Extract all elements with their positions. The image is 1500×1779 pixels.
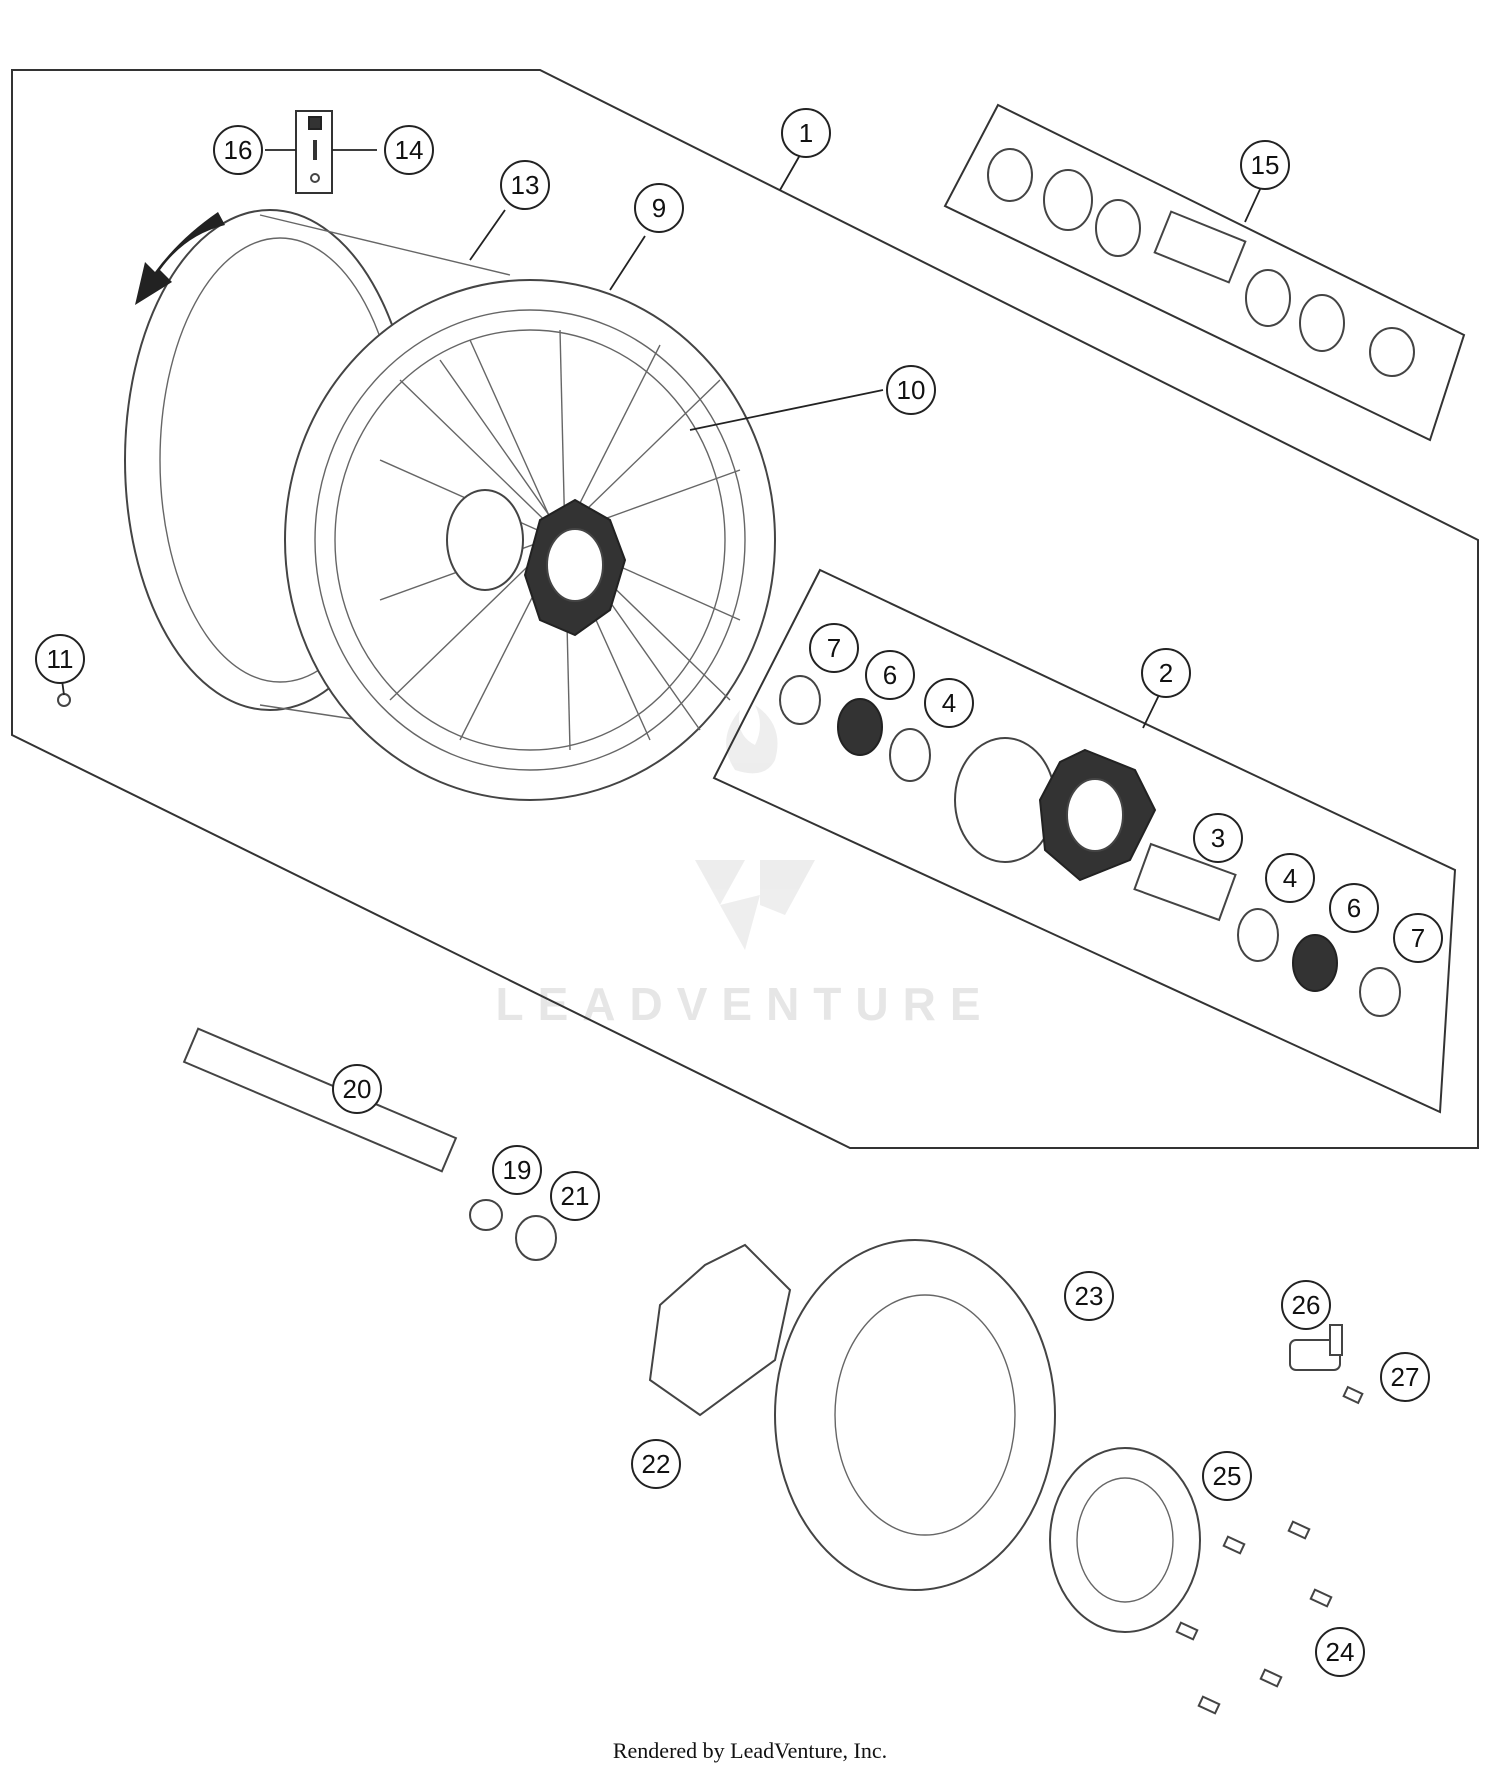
- watermark-text: LEADVENTURE: [495, 978, 994, 1030]
- callouts: 1 2 3 4 4 6 6 7 7 9 10 11 13 14 15 16 19…: [35, 108, 1443, 1677]
- callout-13[interactable]: 13: [500, 160, 550, 210]
- callout-7a[interactable]: 7: [809, 623, 859, 673]
- wheel-drawing: [124, 209, 776, 801]
- callout-label-2: 2: [1159, 658, 1173, 688]
- callout-label-3: 3: [1211, 823, 1225, 853]
- axle-nut-part: [515, 1215, 557, 1261]
- abs-ring-part: [1049, 1447, 1201, 1633]
- callout-26[interactable]: 26: [1281, 1280, 1331, 1330]
- callout-label-9: 9: [652, 193, 666, 223]
- callout-label-27: 27: [1391, 1362, 1420, 1392]
- callout-16[interactable]: 16: [213, 125, 263, 175]
- callout-4a[interactable]: 4: [924, 678, 974, 728]
- callout-6b[interactable]: 6: [1329, 883, 1379, 933]
- callout-9[interactable]: 9: [634, 183, 684, 233]
- callout-label-23: 23: [1075, 1281, 1104, 1311]
- spacer-part: [469, 1199, 503, 1231]
- callout-21[interactable]: 21: [550, 1171, 600, 1221]
- hub-parts-icon: [779, 675, 1401, 1017]
- callout-19[interactable]: 19: [492, 1145, 542, 1195]
- callout-15[interactable]: 15: [1240, 140, 1290, 190]
- wheel-assembly-outline: [11, 69, 1479, 1149]
- callout-label-26: 26: [1292, 1290, 1321, 1320]
- callout-25[interactable]: 25: [1202, 1451, 1252, 1501]
- callout-23[interactable]: 23: [1064, 1271, 1114, 1321]
- callout-label-7a: 7: [827, 633, 841, 663]
- callout-label-10: 10: [897, 375, 926, 405]
- callout-1[interactable]: 1: [781, 108, 831, 158]
- callout-11[interactable]: 11: [35, 634, 85, 684]
- speed-sensor-part: [1289, 1324, 1343, 1371]
- callout-label-1: 1: [799, 118, 813, 148]
- disc-carrier-part: [648, 1243, 792, 1417]
- callout-label-7b: 7: [1411, 923, 1425, 953]
- callout-label-6a: 6: [883, 660, 897, 690]
- callout-label-4a: 4: [942, 688, 956, 718]
- leadventure-watermark-logo: [690, 705, 815, 950]
- callout-3[interactable]: 3: [1193, 813, 1243, 863]
- hub-assembly-box: [712, 568, 1457, 1114]
- callout-label-4b: 4: [1283, 863, 1297, 893]
- callout-10[interactable]: 10: [886, 365, 936, 415]
- callout-label-24: 24: [1326, 1637, 1355, 1667]
- axle-part: [182, 1027, 458, 1173]
- callout-7b[interactable]: 7: [1393, 913, 1443, 963]
- callout-20[interactable]: 20: [332, 1064, 382, 1114]
- callout-label-22: 22: [642, 1449, 671, 1479]
- bearing-kit-box: [943, 103, 1466, 442]
- callout-14[interactable]: 14: [384, 125, 434, 175]
- callout-2[interactable]: 2: [1141, 648, 1191, 698]
- sensor-screw-part: [1342, 1385, 1364, 1405]
- callout-22[interactable]: 22: [631, 1439, 681, 1489]
- callout-label-13: 13: [511, 170, 540, 200]
- callout-label-6b: 6: [1347, 893, 1361, 923]
- callout-label-16: 16: [224, 135, 253, 165]
- callout-label-15: 15: [1251, 150, 1280, 180]
- valve-parts-icon: [308, 116, 322, 183]
- rotation-arrow-icon: [135, 212, 225, 305]
- spoke-nipple-part: [57, 693, 71, 707]
- callout-label-21: 21: [561, 1181, 590, 1211]
- disc-screws-part: [1175, 1520, 1333, 1715]
- callout-label-14: 14: [395, 135, 424, 165]
- callout-label-19: 19: [503, 1155, 532, 1185]
- callout-24[interactable]: 24: [1315, 1627, 1365, 1677]
- callout-label-20: 20: [343, 1074, 372, 1104]
- callout-4b[interactable]: 4: [1265, 853, 1315, 903]
- callout-label-25: 25: [1213, 1461, 1242, 1491]
- bearing-kit-parts-icon: [987, 148, 1415, 377]
- callout-6a[interactable]: 6: [865, 650, 915, 700]
- brake-disc-part: [774, 1239, 1056, 1591]
- leader-lines: [61, 149, 1263, 729]
- valve-kit-box: [295, 110, 333, 194]
- callout-27[interactable]: 27: [1380, 1352, 1430, 1402]
- callout-label-11: 11: [47, 644, 74, 674]
- render-credit-footer: Rendered by LeadVenture, Inc.: [612, 1738, 888, 1763]
